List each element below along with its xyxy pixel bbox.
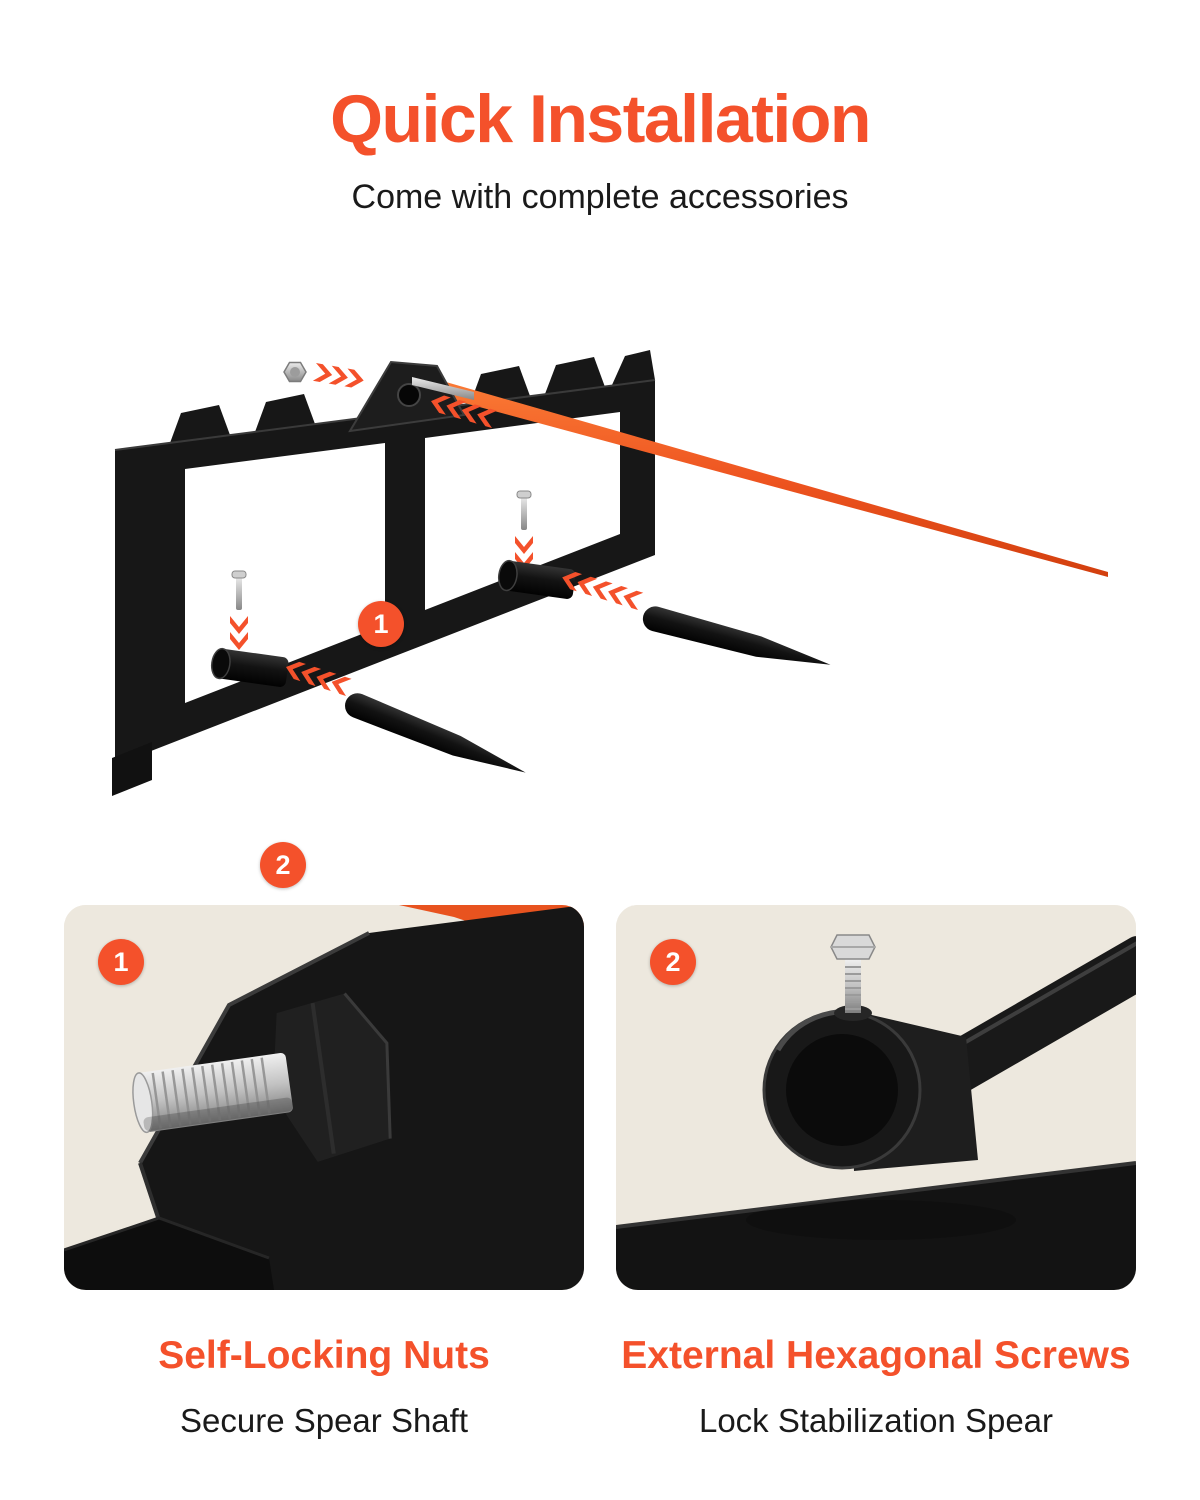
hex-screw-photo-canvas: [616, 905, 1136, 1290]
feature-1-description: Secure Spear Shaft: [179, 1402, 468, 1439]
hay-spear: [446, 382, 1108, 577]
locking-nut-closeup: [132, 992, 392, 1162]
callout-1-badge: 1: [358, 601, 404, 647]
feature-card-2: 2 External Hexagonal Screws Lock Stabili…: [616, 905, 1136, 1440]
feature-2-badge: 2: [650, 939, 696, 985]
callout-1-number: 1: [373, 608, 389, 639]
arrow-chevrons-icon: [312, 363, 366, 390]
page-subtitle: Come with complete accessories: [351, 178, 849, 216]
feature-1-badge: 1: [98, 939, 144, 985]
feature-1-number: 1: [113, 946, 129, 977]
thread-lines: [845, 966, 861, 1010]
spear-bracket: [348, 360, 466, 433]
pin-icon: [231, 570, 247, 610]
feature-2-title: External Hexagonal Screws: [621, 1334, 1131, 1377]
sleeve-shadow: [746, 1200, 1016, 1240]
installation-diagram: 1 2: [0, 260, 1200, 888]
feature-2-description: Lock Stabilization Spear: [698, 1402, 1054, 1439]
spear-frame: [112, 350, 656, 796]
pin-icon: [516, 490, 532, 530]
locking-nut-photo-canvas: [64, 905, 584, 1290]
callout-2-number: 2: [275, 849, 291, 880]
feature-2-number: 2: [665, 946, 681, 977]
stabilizer-sleeve: [210, 647, 289, 687]
stabilizer-sleeve-closeup: [762, 1009, 978, 1171]
arrow-chevrons-icon: [230, 616, 248, 650]
closeup-photo-locking-nut: 1: [64, 905, 584, 1290]
thread-lines: [151, 1057, 271, 1129]
closeup-photo-hex-screw: 2: [616, 905, 1136, 1290]
diagram-canvas: [112, 350, 1108, 796]
stabilizer-sleeve: [497, 559, 576, 599]
callout-2-badge: 2: [260, 842, 306, 888]
hex-screw-icon: [830, 934, 876, 1021]
spear-threaded-end-icon: [412, 377, 474, 400]
hex-bolt-icon: [283, 361, 307, 383]
feature-1-title: Self-Locking Nuts: [158, 1334, 490, 1377]
frame-bar-closeup: [616, 1161, 1136, 1290]
stabilizer-spear: [345, 693, 526, 773]
feature-card-1: 1 Self-Locking Nuts Secure Spear Shaft: [64, 905, 584, 1440]
page-title: Quick Installation: [330, 81, 871, 157]
bracket-hole: [397, 383, 421, 407]
stabilizer-spear: [642, 606, 831, 665]
